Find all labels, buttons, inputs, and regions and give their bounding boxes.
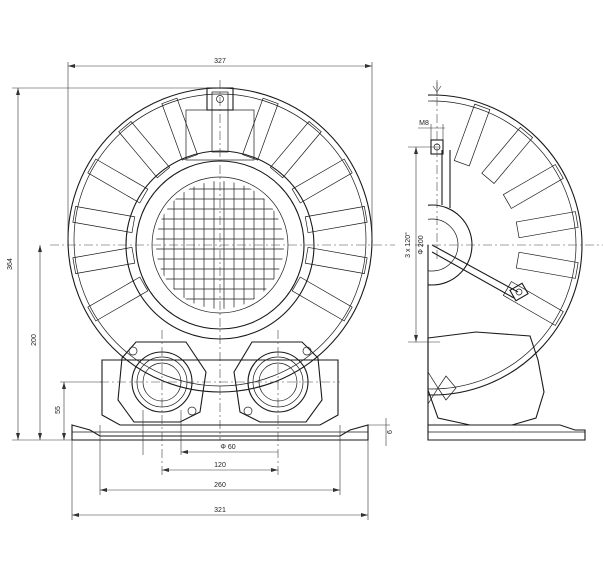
side-base-plate [427,424,586,441]
dim-overall-height: 364 [7,258,14,270]
side-view [415,80,603,441]
front-view [50,80,395,475]
pedestal [101,359,339,426]
dim-base-width: 321 [214,507,226,514]
dim-side-pcd: Φ 200 [418,235,425,254]
dim-overall-width-top: 327 [214,58,226,65]
dim-pipe-diameter: Φ 60 [220,444,235,451]
cooling-fins [72,91,368,322]
dim-port-spacing: 120 [214,462,226,469]
side-port-housing [427,331,545,426]
side-lower-bolt [509,282,529,302]
dim-outlet-height: 55 [55,406,62,414]
dim-side-bolt: M8 [419,120,429,127]
front-dimensions: 327 364 200 55 Φ 60 120 260 [7,58,394,520]
dim-side-holes: 3 x 120° [404,232,412,258]
side-dimensions: M8 3 x 120° Φ 200 [404,82,445,343]
dim-center-height: 200 [31,334,38,346]
dim-mount-spacing: 260 [214,482,226,489]
dim-base-thickness: 6 [387,430,394,434]
